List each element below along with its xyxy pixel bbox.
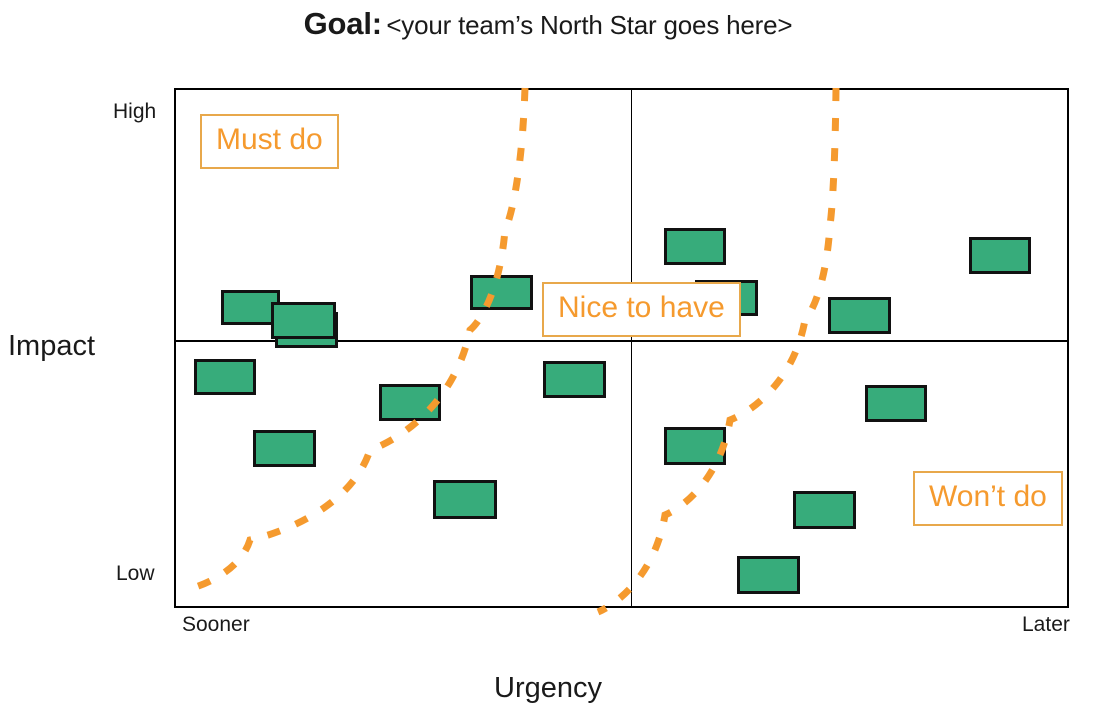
quadrant-label-nice-to-have[interactable]: Nice to have	[542, 282, 741, 337]
title-strong: Goal:	[303, 6, 382, 41]
sticky-note[interactable]	[793, 491, 856, 529]
sticky-note[interactable]	[664, 228, 726, 265]
sticky-note[interactable]	[828, 297, 891, 334]
y-axis-label: Impact	[8, 330, 96, 362]
quadrant-divider-vertical	[631, 90, 632, 606]
sticky-note[interactable]	[470, 275, 533, 310]
sticky-note[interactable]	[969, 237, 1031, 274]
y-axis-tick-low: Low	[116, 562, 155, 585]
sticky-note[interactable]	[194, 359, 256, 395]
sticky-note[interactable]	[271, 302, 336, 339]
x-axis-tick-sooner: Sooner	[182, 613, 250, 636]
sticky-note[interactable]	[543, 361, 606, 398]
quadrant-label-must-do[interactable]: Must do	[200, 114, 339, 169]
quadrant-label-wont-do[interactable]: Won’t do	[913, 471, 1063, 526]
sticky-note[interactable]	[433, 480, 497, 519]
x-axis-tick-later: Later	[1022, 613, 1070, 636]
sticky-note[interactable]	[379, 384, 441, 421]
page-title: Goal: <your team’s North Star goes here>	[0, 6, 1096, 42]
sticky-note[interactable]	[737, 556, 800, 594]
sticky-note[interactable]	[253, 430, 316, 467]
x-axis-label: Urgency	[494, 672, 602, 704]
sticky-note[interactable]	[664, 427, 726, 465]
y-axis-tick-high: High	[113, 100, 157, 123]
sticky-note[interactable]	[865, 385, 927, 422]
title-rest: <your team’s North Star goes here>	[386, 10, 793, 40]
